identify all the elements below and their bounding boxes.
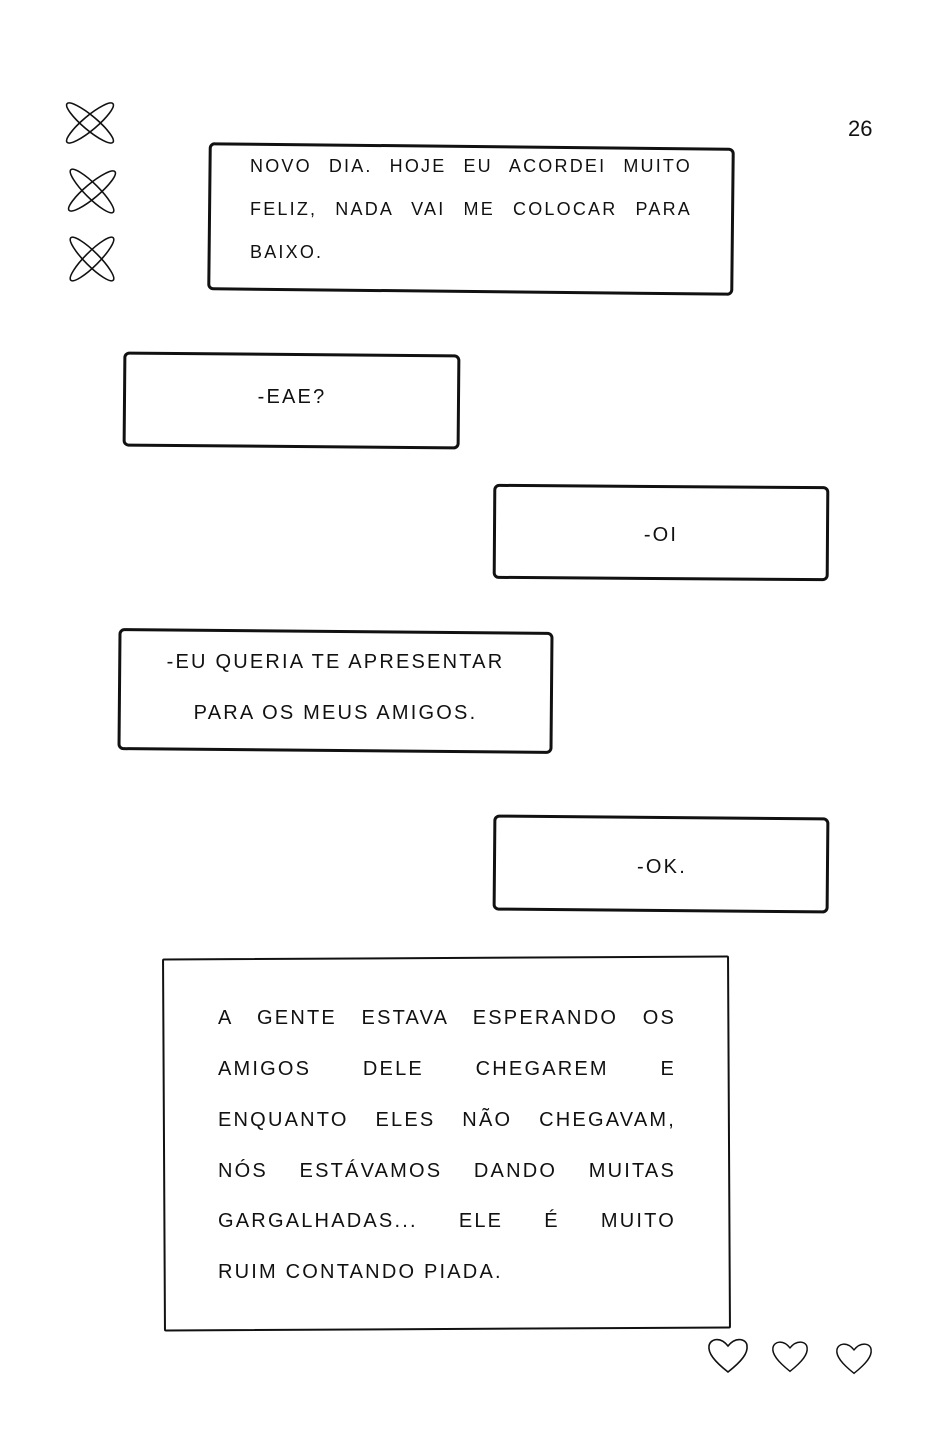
narrative-line: A gente estava esperando os: [218, 1007, 676, 1029]
x-doodle-icon: [65, 102, 115, 144]
apresentar-box: [117, 628, 554, 754]
narrative-line: gargalhadas... ele é muito: [218, 1210, 676, 1232]
intro-line: Novo dia. Hoje eu acordei muito: [250, 156, 692, 176]
page-number: 26: [848, 116, 873, 141]
narrative-line: nós estávamos dando muitas: [218, 1160, 676, 1182]
heart-icon: [772, 1341, 808, 1373]
x-doodle-icon: [69, 236, 115, 282]
heart-icon: [836, 1343, 872, 1375]
intro-line: feliz, nada vai me colocar para: [250, 199, 692, 219]
oi-text: -OI: [643, 524, 679, 546]
intro-line: baixo.: [250, 242, 324, 262]
x-doodle-icon: [67, 168, 117, 214]
apresentar-line: -Eu queria te apresentar: [166, 651, 505, 673]
heart-icon: [708, 1338, 748, 1374]
eae-text: -EAE?: [257, 386, 327, 408]
narrative-line: enquanto eles não chegavam,: [218, 1109, 676, 1131]
narrative-line: ruim contando piada.: [218, 1261, 503, 1283]
apresentar-line: para os meus amigos.: [193, 702, 478, 724]
narrative-line: amigos dele chegarem e: [218, 1058, 676, 1080]
ok-text: -OK.: [637, 856, 687, 878]
